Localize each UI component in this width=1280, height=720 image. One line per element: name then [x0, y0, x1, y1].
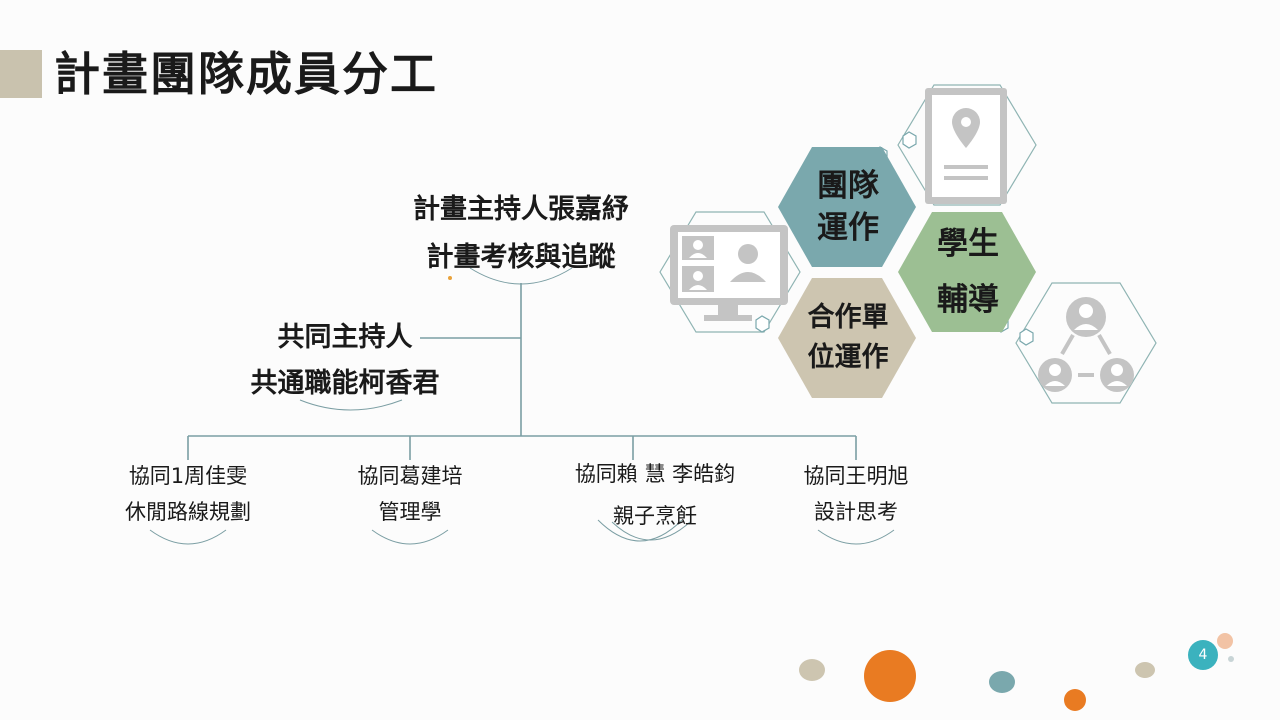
- decor-dot: [1135, 662, 1155, 678]
- hex-partner-operation: [778, 278, 916, 398]
- network-people-icon: [1038, 297, 1134, 392]
- hex-outline: [659, 211, 801, 333]
- member-name: 協同賴 慧 李皓鈞: [574, 462, 736, 486]
- title-accent-bar: [0, 50, 42, 98]
- location-document-icon: [925, 88, 1007, 204]
- decor-dot: [864, 650, 916, 702]
- decor-dot: [989, 671, 1015, 693]
- member-box: 協同1周佳雯 休閒路線規劃: [103, 458, 273, 530]
- decor-dot: [1064, 689, 1086, 711]
- member-box: 協同賴 慧 李皓鈞 親子烹飪: [540, 456, 770, 534]
- hex-label-line: 輔導: [937, 282, 999, 318]
- member-name: 協同王明旭: [803, 464, 909, 488]
- member-box: 協同葛建培 管理學: [325, 458, 495, 530]
- hex-label-student: 學生輔導: [918, 222, 1018, 322]
- co-pi-name: 共通職能柯香君: [250, 368, 440, 399]
- hex-label-team: 團隊運作: [798, 157, 898, 257]
- hex-student-guidance: [898, 212, 1036, 332]
- member-role: 休閒路線規劃: [125, 500, 251, 524]
- hex-label-line: 位運作: [807, 342, 889, 373]
- member-role: 管理學: [378, 500, 442, 524]
- member-name: 協同葛建培: [357, 464, 463, 488]
- lead-role: 計畫考核與追蹤: [426, 242, 616, 273]
- decor-dot: [1217, 633, 1233, 649]
- lead-box: 計畫主持人張嘉紓 計畫考核與追蹤: [380, 186, 662, 282]
- hex-label-line: 團隊: [817, 168, 879, 204]
- member-role: 設計思考: [814, 500, 898, 524]
- video-conference-icon: [670, 225, 788, 321]
- hex-label-partner: 合作單位運作: [790, 288, 906, 388]
- hex-label-line: 運作: [817, 210, 879, 246]
- co-pi-title: 共同主持人: [277, 322, 413, 353]
- hex-outline: [1015, 282, 1157, 404]
- hex-label-line: 學生: [937, 226, 999, 262]
- member-name: 協同1周佳雯: [128, 464, 248, 488]
- hex-team-operation: [778, 147, 916, 267]
- decor-dot: [1228, 656, 1234, 662]
- co-pi-box: 共同主持人 共通職能柯香君: [220, 315, 470, 407]
- lead-name: 計畫主持人張嘉紓: [413, 194, 629, 225]
- hex-label-line: 合作單: [807, 302, 889, 333]
- decor-dot: [799, 659, 825, 681]
- hex-outline: [897, 84, 1037, 206]
- slide-title: 計畫團隊成員分工: [54, 47, 438, 101]
- page-number-badge: 4: [1188, 640, 1218, 670]
- member-box: 協同王明旭 設計思考: [771, 458, 941, 530]
- member-role: 親子烹飪: [613, 504, 697, 528]
